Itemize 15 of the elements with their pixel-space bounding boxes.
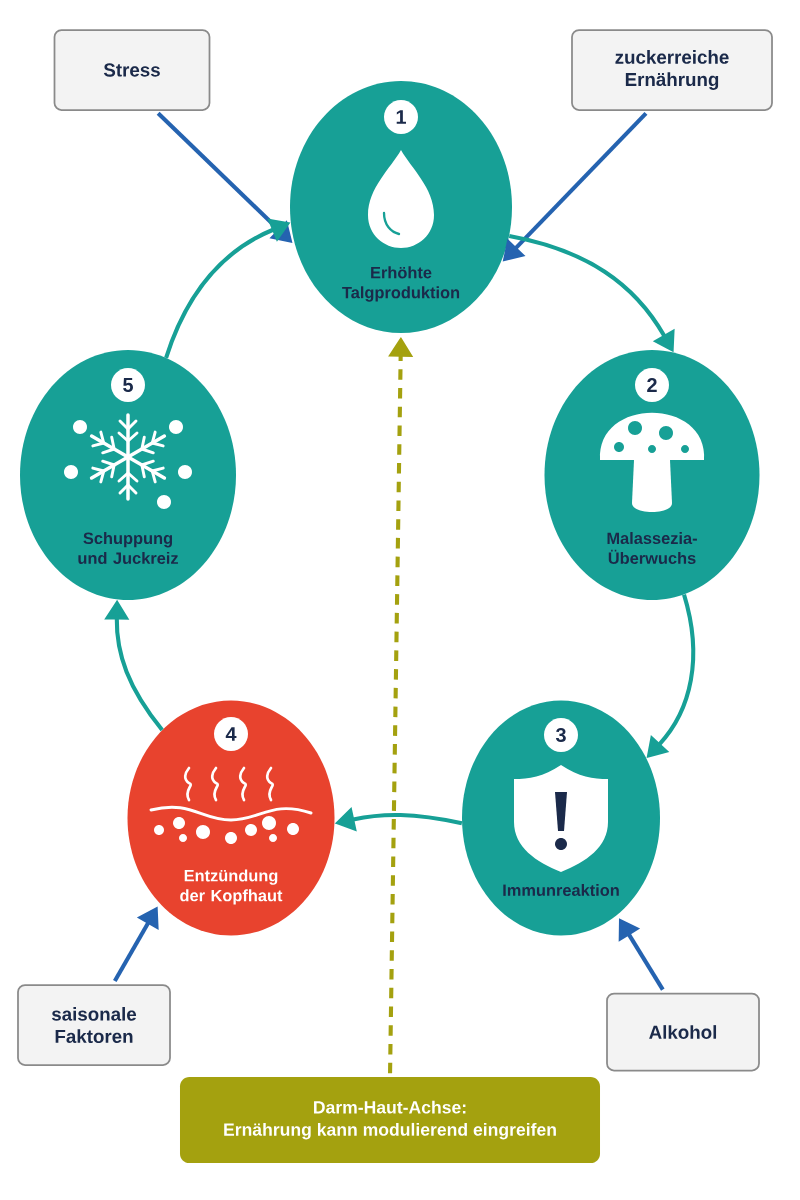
factor-box: zuckerreiche Ernährung	[571, 29, 773, 111]
step-label: Immunreaktion	[503, 884, 619, 897]
factor-box: Stress	[53, 29, 211, 111]
note-box: Darm-Haut-Achse: Ernährung kann modulierend eingreifen	[180, 1077, 600, 1163]
step-label: Malassezia-Überwuchs	[607, 532, 697, 564]
step-label: Entzündung der Kopfhaut	[180, 869, 283, 905]
step-number: 3	[544, 718, 578, 752]
step-number: 5	[111, 368, 145, 402]
step-number: 4	[214, 717, 248, 751]
factor-box: saisonale Faktoren	[17, 984, 171, 1066]
step-label: Erhöhte Talgproduktion	[342, 266, 460, 302]
factor-box: Alkohol	[606, 992, 760, 1072]
step-number: 1	[384, 100, 418, 134]
step-label: Schuppung und Juckreiz	[78, 532, 178, 564]
step-number: 2	[635, 368, 669, 402]
